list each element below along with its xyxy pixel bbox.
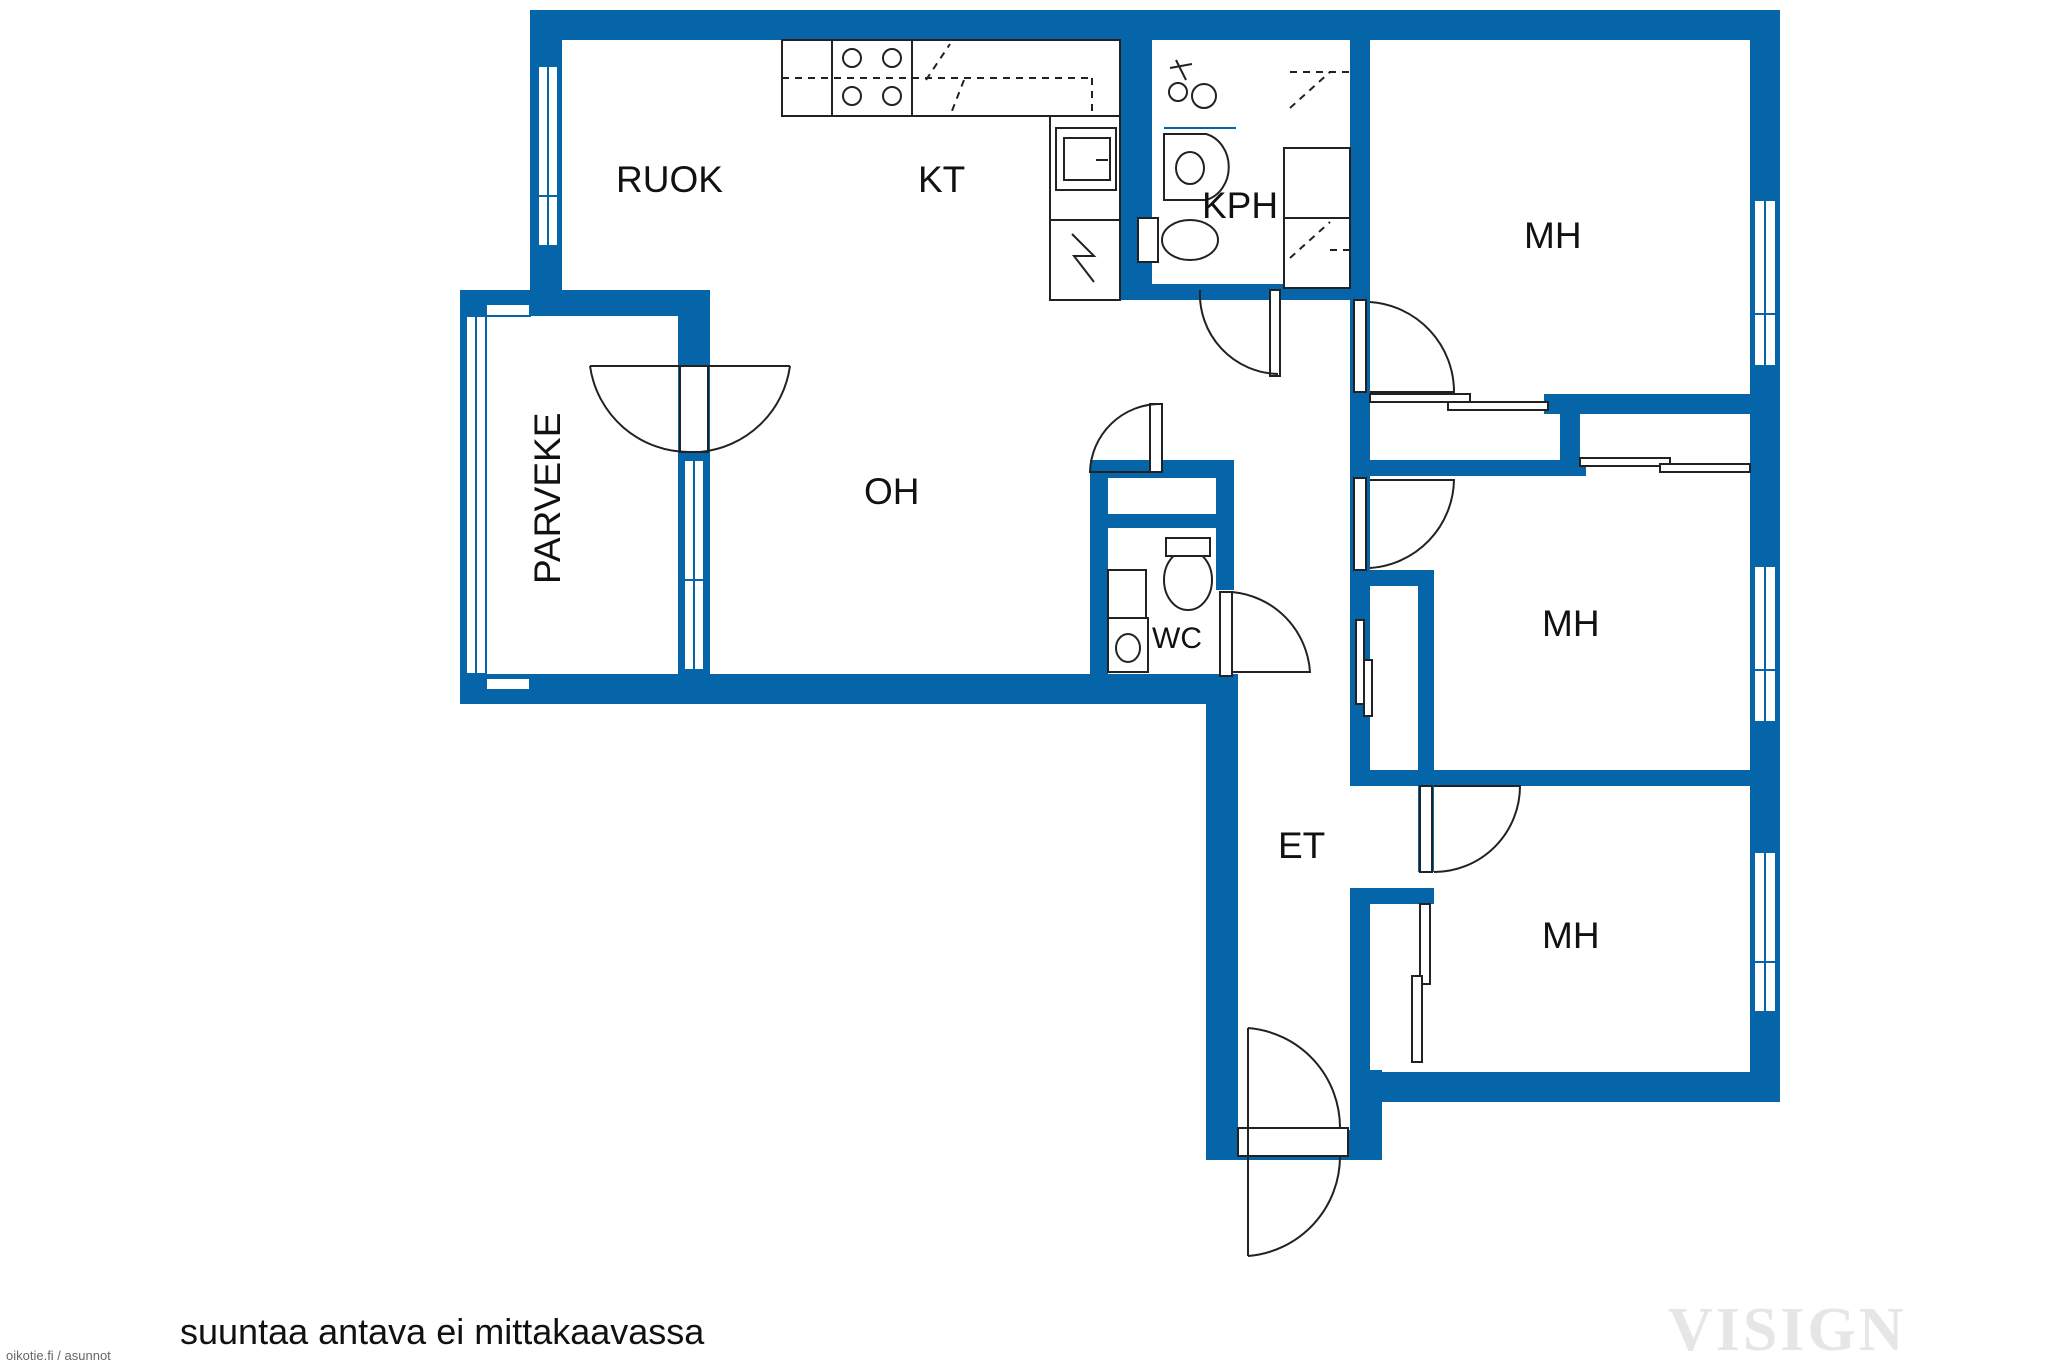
room-label-mh-3: MH [1542,915,1600,956]
room-label-mh-1: MH [1524,215,1582,256]
room-label-mh-2: MH [1542,603,1600,644]
room-label-kt: KT [918,159,965,200]
room-label-parveke: PARVEKE [527,413,568,584]
room-label-wc: WC [1152,622,1202,655]
room-label-kph: KPH [1202,185,1278,226]
scale-note: suuntaa antava ei mittakaavassa [180,1311,705,1352]
room-labels: RUOK KT KPH MH PARVEKE OH WC MH ET MH [527,159,1600,956]
doors [589,289,1751,1257]
room-label-ruok: RUOK [616,159,723,200]
fixtures [781,39,1352,673]
windows [465,65,1777,1013]
room-label-et: ET [1278,825,1325,866]
watermark-logo: VISIGN [1668,1296,1907,1364]
source-credit: oikotie.fi / asunnot [6,1348,111,1363]
room-label-oh: OH [864,471,920,512]
